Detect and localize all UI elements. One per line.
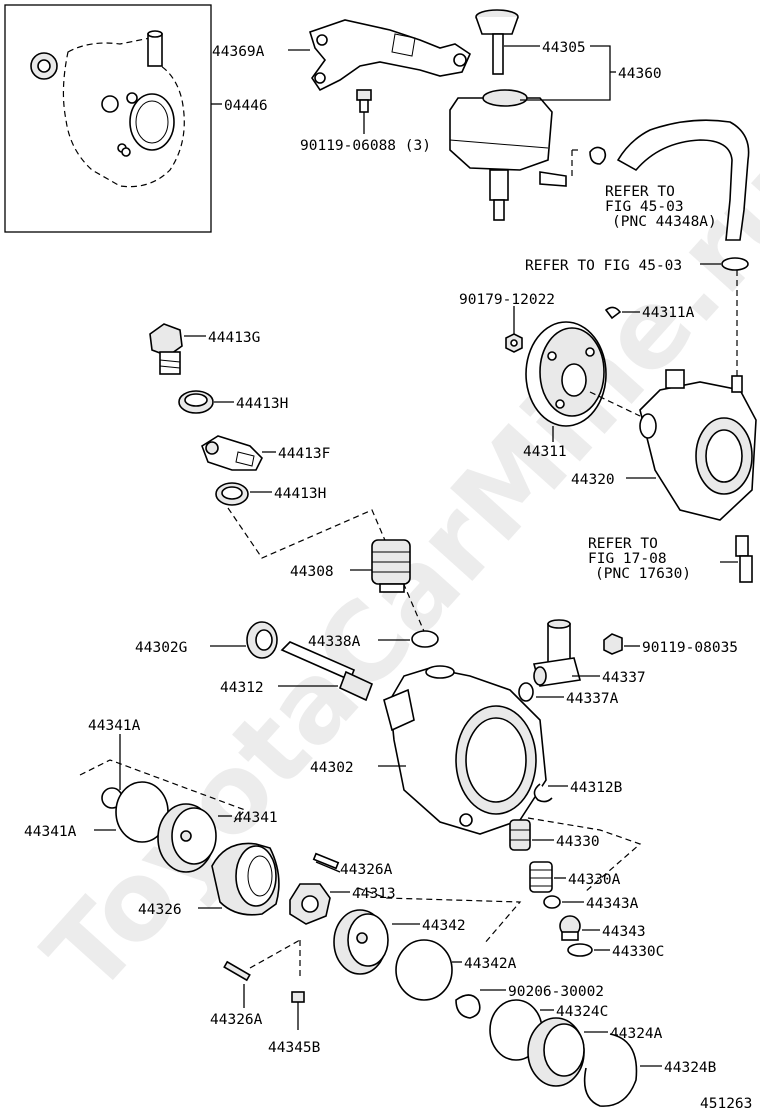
label-44324b: 44324B xyxy=(664,1060,717,1076)
label-90179-12022: 90179-12022 xyxy=(459,292,555,308)
rotor-44313 xyxy=(289,883,331,925)
gasket-kit-inset xyxy=(4,4,212,233)
label-44326a-upper: 44326A xyxy=(340,862,393,878)
pressure-switch xyxy=(735,535,753,583)
label-44341a-lower: 44341A xyxy=(24,824,77,840)
label-refer-fig-45-03-a-line2: FIG 45-03 xyxy=(605,199,684,215)
hose-clamp xyxy=(721,257,749,271)
union-44337 xyxy=(532,619,582,687)
cam-ring-44326 xyxy=(211,842,280,916)
label-90206-30002: 90206-30002 xyxy=(508,984,604,1000)
label-44302: 44302 xyxy=(310,760,354,776)
reservoir-cap-44305 xyxy=(475,9,519,75)
label-44312: 44312 xyxy=(220,680,264,696)
label-44338a: 44338A xyxy=(308,634,361,650)
label-44302g: 44302G xyxy=(135,640,187,656)
label-44337a: 44337A xyxy=(566,691,619,707)
bolt-90119-06088 xyxy=(356,89,372,113)
label-44342a: 44342A xyxy=(464,956,517,972)
spring-44330a xyxy=(529,861,553,893)
pin-44345b xyxy=(291,991,305,1003)
label-44320: 44320 xyxy=(571,472,615,488)
label-44413h-lower: 44413H xyxy=(274,486,326,502)
gasket-44413h-lower xyxy=(215,482,249,506)
label-04446: 04446 xyxy=(224,98,268,114)
label-44326: 44326 xyxy=(138,902,182,918)
pump-housing-44302 xyxy=(383,665,547,835)
plug-44343 xyxy=(559,915,581,941)
label-44305: 44305 xyxy=(542,40,586,56)
label-refer-fig-17-08-line2: FIG 17-08 xyxy=(588,551,667,567)
union-44413f xyxy=(201,435,263,471)
side-plate-44342 xyxy=(333,909,389,975)
label-44341: 44341 xyxy=(234,810,278,826)
bearing-44302g xyxy=(246,621,278,659)
relief-valve-44330 xyxy=(509,819,531,851)
label-refer-fig-45-03-a-line3: (PNC 44348A) xyxy=(612,214,717,230)
label-90119-06088: 90119-06088 (3) xyxy=(300,138,431,154)
label-44324c: 44324C xyxy=(556,1004,608,1020)
hose-and-clamp xyxy=(571,119,750,241)
label-44413f: 44413F xyxy=(278,446,330,462)
nut-90179-12022 xyxy=(505,333,523,353)
flow-control-valve-44308 xyxy=(371,539,411,593)
bolt-90119-08035 xyxy=(603,633,623,655)
bracket-44369a xyxy=(309,19,472,92)
o-ring-44337a xyxy=(518,682,534,702)
label-44337: 44337 xyxy=(602,670,646,686)
pulley-44311 xyxy=(525,321,607,427)
label-44345b: 44345B xyxy=(268,1040,321,1056)
end-cover-44324a xyxy=(527,1017,585,1087)
figure-number: 451263 xyxy=(700,1096,752,1112)
shaft-44312 xyxy=(280,641,374,702)
label-44343a: 44343A xyxy=(586,896,639,912)
label-refer-fig-17-08-line3: (PNC 17630) xyxy=(595,566,691,582)
label-44312b: 44312B xyxy=(570,780,623,796)
wave-washer-90206-30002 xyxy=(455,994,481,1019)
label-44413g: 44413G xyxy=(208,330,260,346)
label-44311: 44311 xyxy=(523,444,567,460)
gasket-44413h-upper xyxy=(178,390,214,414)
snap-ring-44330c xyxy=(567,943,593,957)
label-44369a: 44369A xyxy=(212,44,265,60)
union-bolt-44413g xyxy=(149,323,183,375)
reservoir-44360 xyxy=(449,89,567,221)
pin-44326a-lower xyxy=(223,960,251,982)
label-44326a-lower: 44326A xyxy=(210,1012,263,1028)
woodruff-key-44311a xyxy=(604,306,622,320)
label-44330: 44330 xyxy=(556,834,600,850)
label-44343: 44343 xyxy=(602,924,646,940)
label-44413h-upper: 44413H xyxy=(236,396,288,412)
snap-ring-44312b xyxy=(533,783,553,803)
o-ring-44338a xyxy=(411,630,439,648)
snap-ring-44324b xyxy=(583,1033,638,1107)
label-44324a: 44324A xyxy=(610,1026,663,1042)
label-44330c: 44330C xyxy=(612,944,664,960)
label-refer-fig-17-08-line1: REFER TO xyxy=(588,536,658,552)
pump-assembly-44320 xyxy=(639,369,757,521)
label-44330a: 44330A xyxy=(568,872,621,888)
label-44360: 44360 xyxy=(618,66,662,82)
o-ring-44343a xyxy=(543,895,561,909)
label-44341a-upper: 44341A xyxy=(88,718,141,734)
pin-44326a-upper xyxy=(315,861,341,873)
label-44308: 44308 xyxy=(290,564,334,580)
label-refer-fig-45-03-b: REFER TO FIG 45-03 xyxy=(525,258,682,274)
label-refer-fig-45-03-a-line1: REFER TO xyxy=(605,184,675,200)
label-44311a: 44311A xyxy=(642,305,695,321)
label-44342: 44342 xyxy=(422,918,466,934)
o-ring-44342a xyxy=(395,939,453,1001)
side-plate-44341 xyxy=(157,803,217,873)
label-90119-08035: 90119-08035 xyxy=(642,640,738,656)
